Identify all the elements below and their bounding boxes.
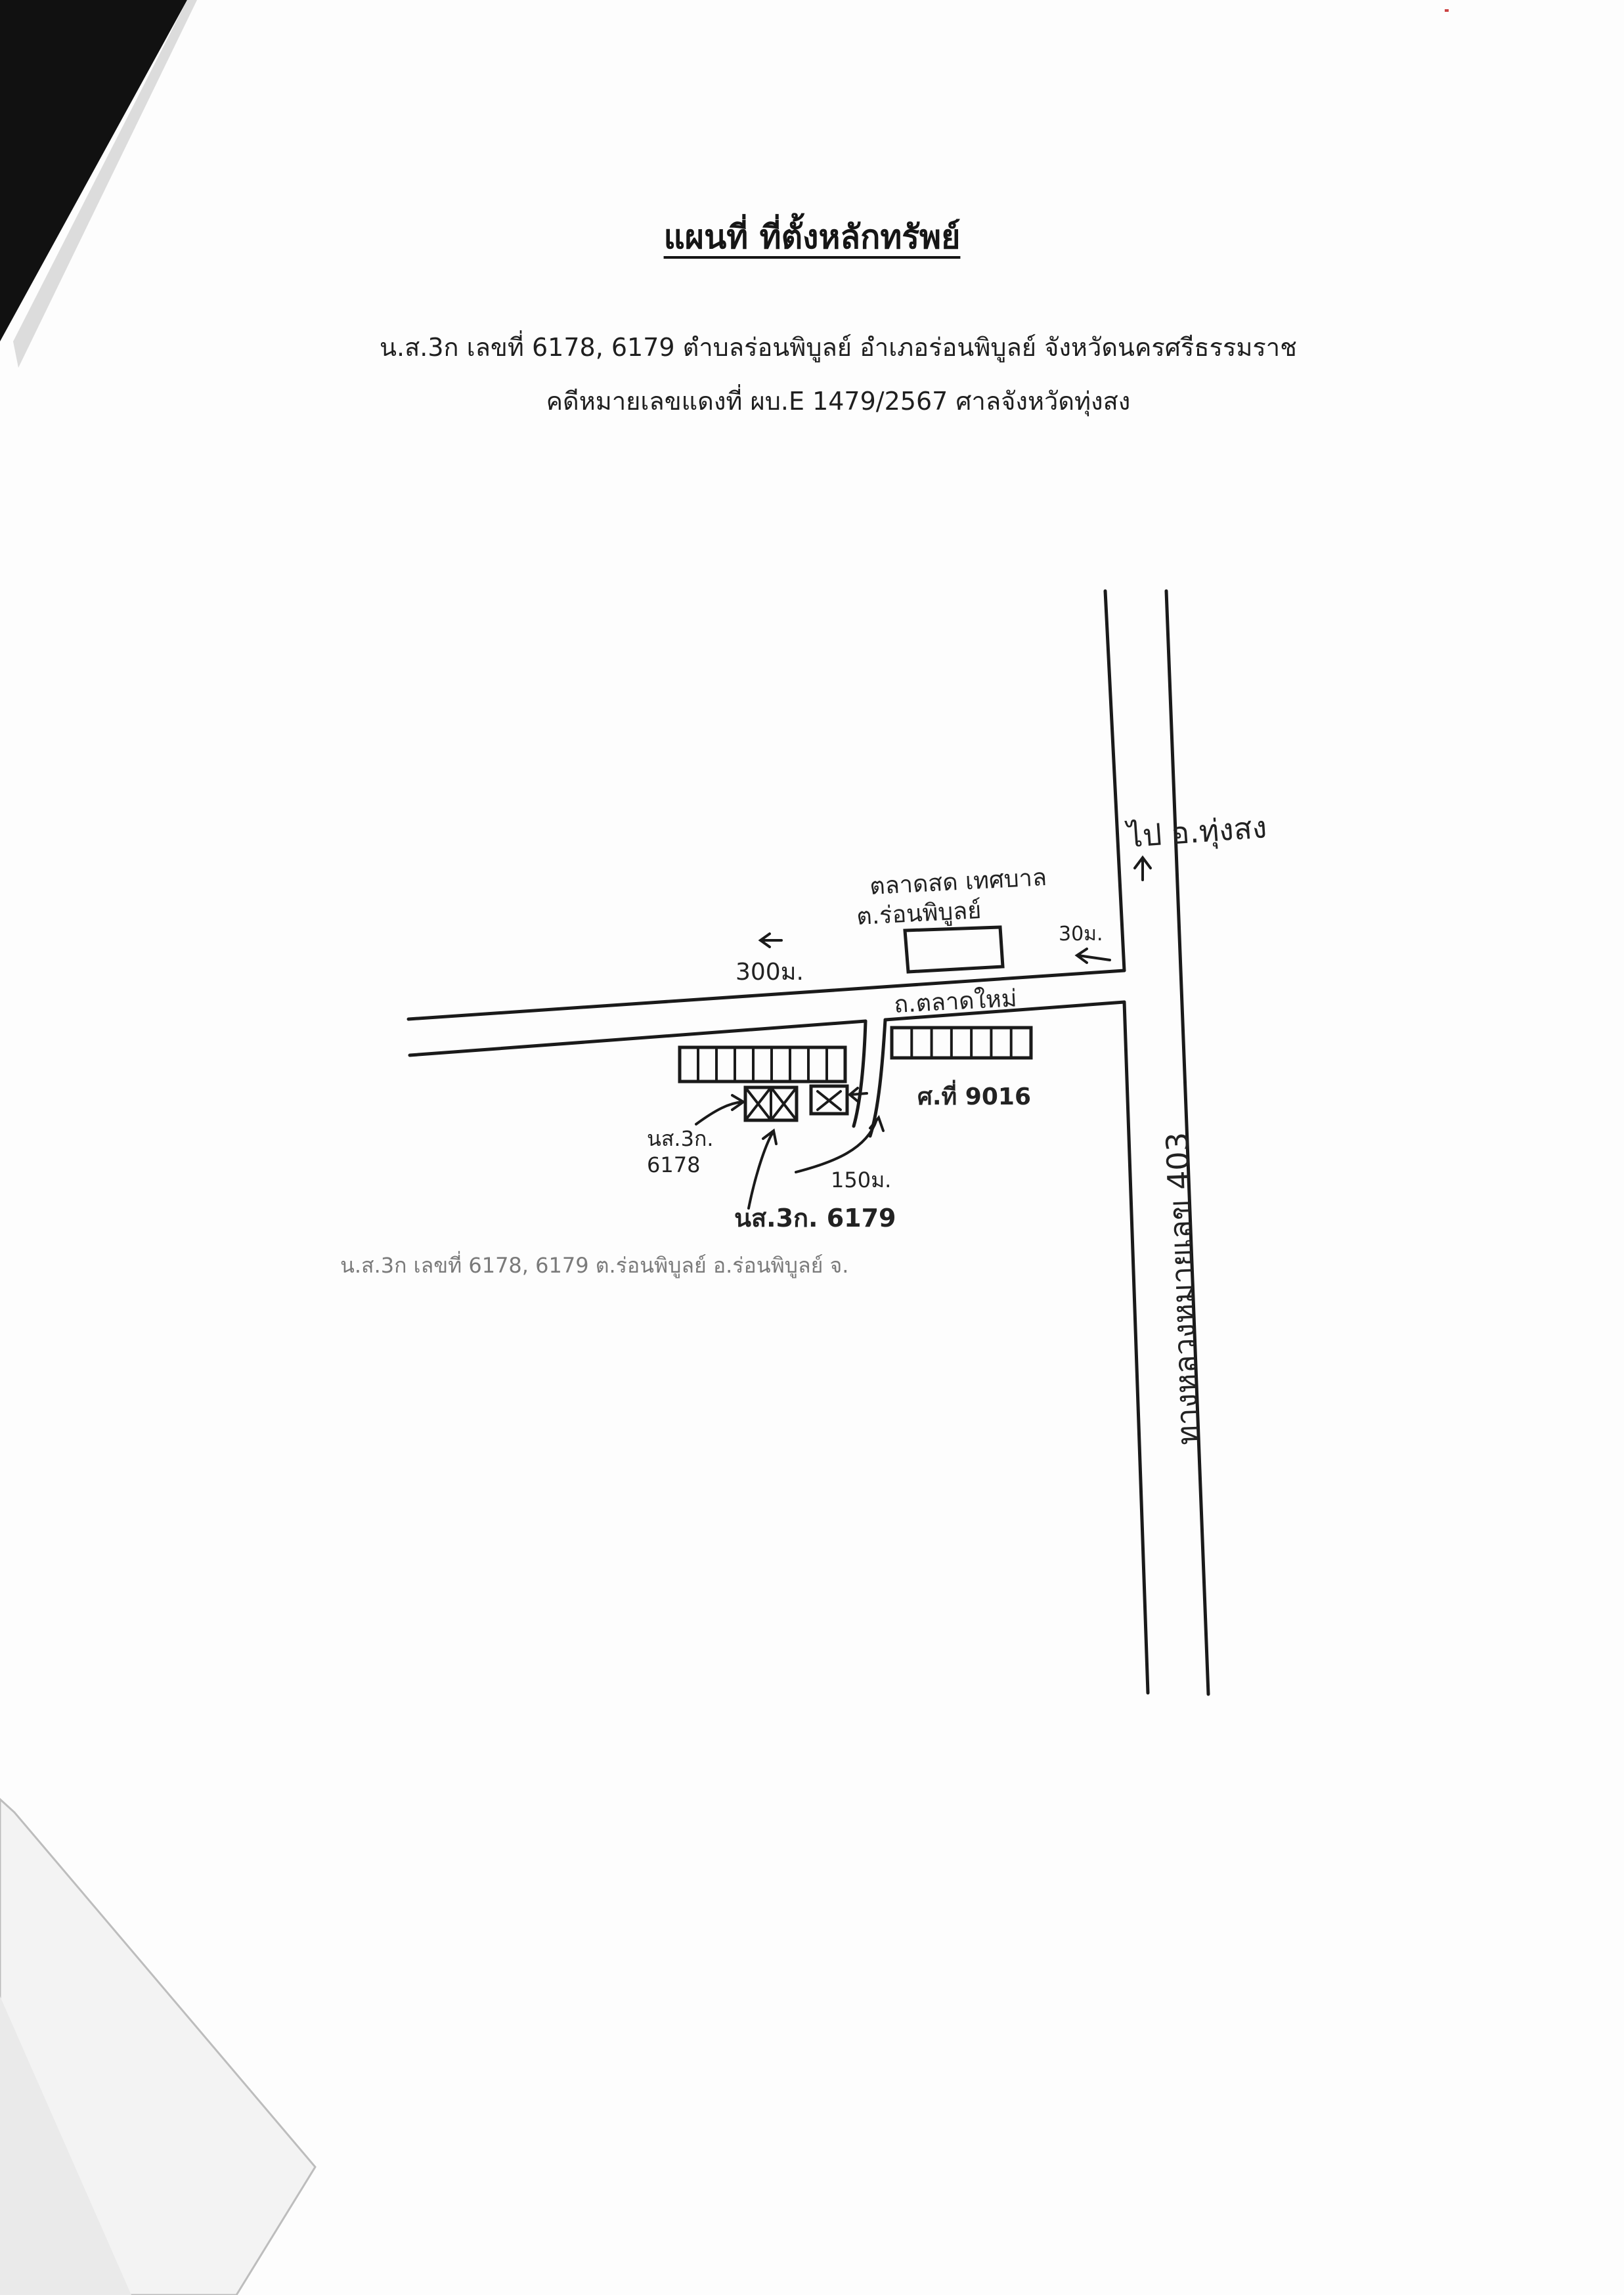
highway-403-label: ทางหลวงหมายเลข 403 bbox=[1159, 1131, 1206, 1445]
case-info-line: คดีหมายเลขแดงที่ ผบ.E 1479/2567 ศาลจังหว… bbox=[546, 387, 1131, 416]
highway-left-edge-upper bbox=[1103, 589, 1126, 973]
faint-caption: น.ส.3ก เลขที่ 6178, 6179 ต.ร่อนพิบูลย์ อ… bbox=[340, 1253, 849, 1278]
parcel-6178-cross-b bbox=[744, 1086, 772, 1122]
distance-300m-label: 300ม. bbox=[735, 959, 804, 986]
shophouse-row-right bbox=[890, 1026, 1033, 1060]
document-title: แผนที่ ที่ตั้งหลักทรัพย์ bbox=[663, 218, 961, 256]
lane-left-edge bbox=[852, 1019, 867, 1128]
to-thungsong-label: ไป อ.ทุ่งสง bbox=[1124, 809, 1268, 856]
parcel-6179 bbox=[809, 1084, 849, 1116]
market-label-line2: ต.ร่อนพิบูลย์ bbox=[856, 897, 982, 931]
top-left-dark-corner bbox=[0, 0, 187, 341]
top-left-fold-edge bbox=[13, 0, 197, 368]
road-lower-edge-left bbox=[408, 1019, 867, 1057]
market-building bbox=[903, 925, 1005, 974]
road-upper-edge bbox=[406, 969, 1126, 1021]
shophouse-row-left bbox=[678, 1045, 847, 1083]
parcel-6179-cross-b bbox=[816, 1090, 842, 1111]
arrow-6179 bbox=[747, 1128, 778, 1210]
parcel-6178-label-line2: 6178 bbox=[647, 1152, 700, 1177]
road-name-label: ถ.ตลาดใหม่ bbox=[893, 984, 1017, 1018]
highway-left-edge-lower bbox=[1122, 1000, 1150, 1695]
north-arrow bbox=[1133, 855, 1152, 881]
bottom-left-fold bbox=[0, 1797, 317, 2295]
arrow-6178 bbox=[695, 1094, 746, 1126]
arrow-300m bbox=[758, 932, 783, 948]
house-number-label: ศ.ที่ 9016 bbox=[917, 1080, 1031, 1110]
distance-30m-label: 30ม. bbox=[1059, 923, 1103, 946]
road-lower-edge-right bbox=[883, 1000, 1126, 1022]
arrow-30m bbox=[1074, 948, 1111, 964]
market-label-line1: ตลาดสด เทศบาล bbox=[869, 864, 1047, 900]
arrow-house bbox=[847, 1087, 868, 1103]
arrow-150m bbox=[795, 1114, 885, 1173]
parcel-6179-label: นส.3ก. 6179 bbox=[734, 1204, 896, 1233]
bottom-left-fold-shadow bbox=[0, 1996, 131, 2295]
shophouse-dividers bbox=[697, 1028, 1013, 1082]
deed-info-line: น.ส.3ก เลขที่ 6178, 6179 ตำบลร่อนพิบูลย์… bbox=[380, 333, 1297, 362]
scan-speck bbox=[1445, 9, 1449, 12]
parcel-6178-label-line1: นส.3ก. bbox=[647, 1126, 713, 1151]
highway-right-edge bbox=[1164, 589, 1210, 1696]
distance-150m-label: 150ม. bbox=[831, 1168, 891, 1192]
parcel-6178-cross-d bbox=[770, 1086, 798, 1122]
